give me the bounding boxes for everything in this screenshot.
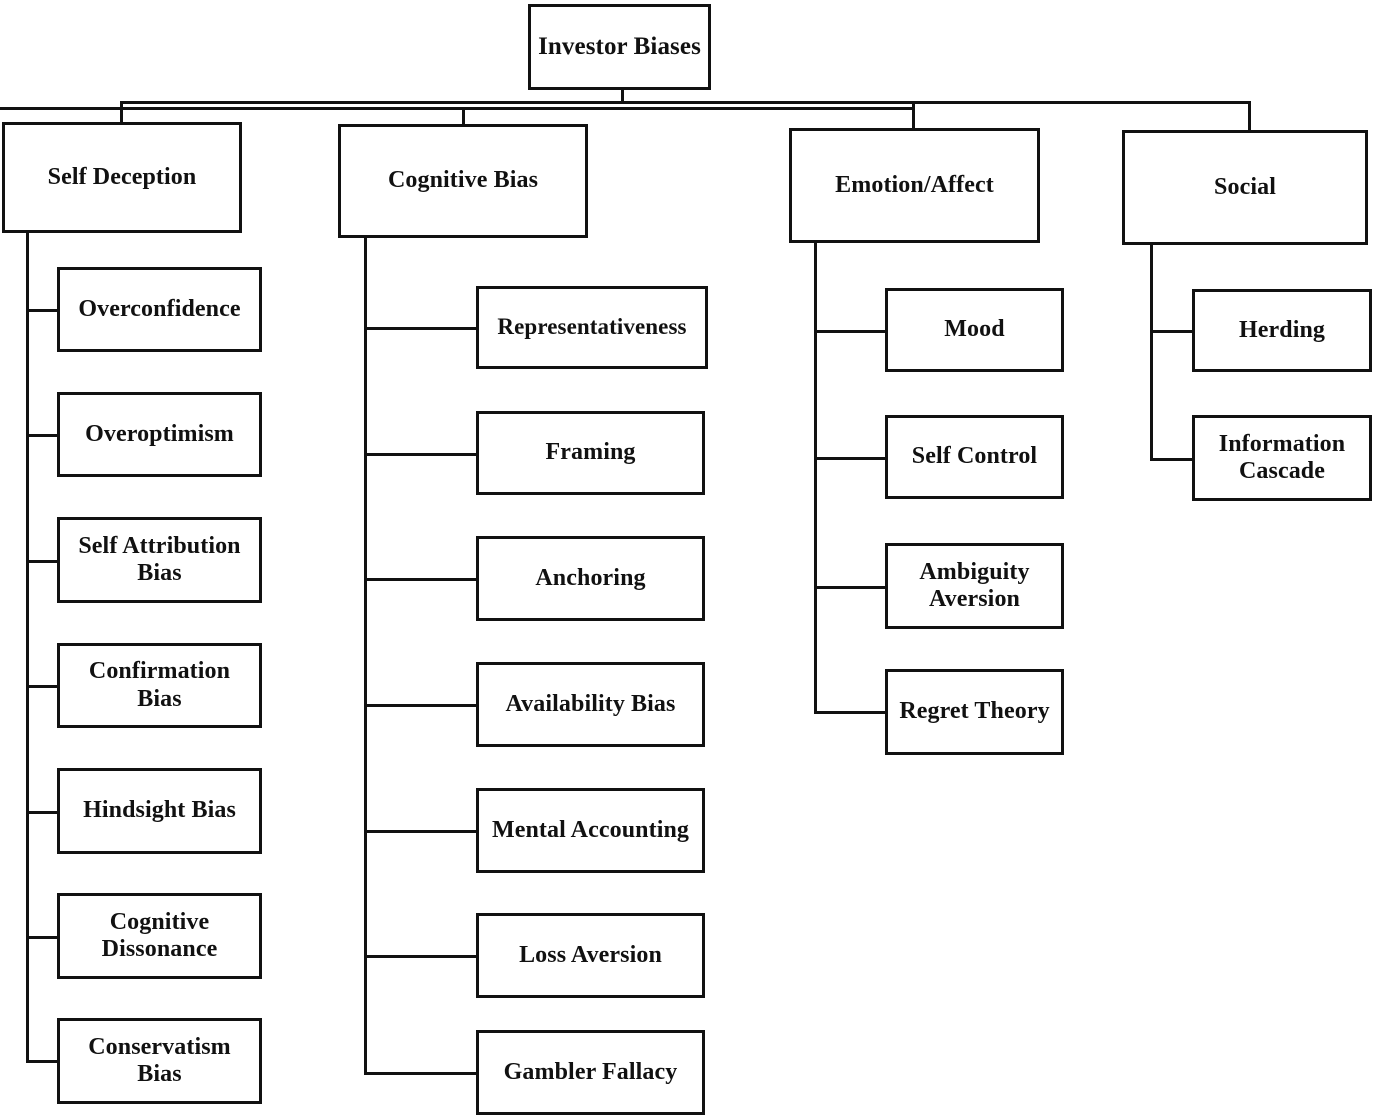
stub-cognitive-bias-6 — [364, 955, 477, 958]
node-overoptimism[interactable]: Overoptimism — [57, 392, 262, 477]
node-mental-accounting[interactable]: Mental Accounting — [476, 788, 705, 873]
node-conservatism-bias[interactable]: Conservatism Bias — [57, 1018, 262, 1104]
node-self-control[interactable]: Self Control — [885, 415, 1064, 499]
stub-cognitive-bias-2 — [364, 453, 477, 456]
bus-rail-lower — [0, 107, 915, 110]
node-root-investor-biases[interactable]: Investor Biases — [528, 4, 711, 90]
spine-cognitive-bias — [364, 238, 367, 1072]
bus-rail-upper — [120, 101, 1251, 104]
node-overconfidence[interactable]: Overconfidence — [57, 267, 262, 352]
stub-self-deception-7 — [26, 1060, 58, 1063]
drop-emotion-affect — [912, 101, 915, 129]
node-mood[interactable]: Mood — [885, 288, 1064, 372]
stub-self-deception-6 — [26, 936, 58, 939]
stub-emotion-affect-3 — [814, 586, 886, 589]
spine-emotion-affect — [814, 243, 817, 711]
stub-cognitive-bias-3 — [364, 578, 477, 581]
drop-social — [1248, 101, 1251, 131]
stub-self-deception-3 — [26, 560, 58, 563]
drop-cognitive-bias — [462, 107, 465, 125]
node-gambler-fallacy[interactable]: Gambler Fallacy — [476, 1030, 705, 1115]
stub-emotion-affect-1 — [814, 330, 886, 333]
stub-cognitive-bias-5 — [364, 830, 477, 833]
node-framing[interactable]: Framing — [476, 411, 705, 495]
stub-self-deception-1 — [26, 309, 58, 312]
spine-social — [1150, 245, 1153, 458]
node-availability-bias[interactable]: Availability Bias — [476, 662, 705, 747]
stub-self-deception-2 — [26, 434, 58, 437]
root-drop-connector — [621, 88, 624, 104]
stub-cognitive-bias-7 — [364, 1072, 477, 1075]
spine-self-deception — [26, 233, 29, 1060]
node-representativeness[interactable]: Representativeness — [476, 286, 708, 369]
stub-social-1 — [1150, 330, 1194, 333]
drop-self-deception — [120, 101, 123, 123]
node-hindsight-bias[interactable]: Hindsight Bias — [57, 768, 262, 854]
node-ambiguity-aversion[interactable]: Ambiguity Aversion — [885, 543, 1064, 629]
node-social[interactable]: Social — [1122, 130, 1368, 245]
node-regret-theory[interactable]: Regret Theory — [885, 669, 1064, 755]
node-cognitive-bias[interactable]: Cognitive Bias — [338, 124, 588, 238]
stub-cognitive-bias-1 — [364, 327, 477, 330]
stub-emotion-affect-2 — [814, 457, 886, 460]
stub-cognitive-bias-4 — [364, 704, 477, 707]
stub-social-2 — [1150, 458, 1194, 461]
node-emotion-affect[interactable]: Emotion/Affect — [789, 128, 1040, 243]
stub-self-deception-5 — [26, 811, 58, 814]
stub-self-deception-4 — [26, 685, 58, 688]
node-self-attribution-bias[interactable]: Self Attribution Bias — [57, 517, 262, 603]
stub-emotion-affect-4 — [814, 711, 886, 714]
node-herding[interactable]: Herding — [1192, 289, 1372, 372]
node-self-deception[interactable]: Self Deception — [2, 122, 242, 233]
node-confirmation-bias[interactable]: Confirmation Bias — [57, 643, 262, 728]
node-cognitive-dissonance[interactable]: Cognitive Dissonance — [57, 893, 262, 979]
node-anchoring[interactable]: Anchoring — [476, 536, 705, 621]
node-loss-aversion[interactable]: Loss Aversion — [476, 913, 705, 998]
node-information-cascade[interactable]: Information Cascade — [1192, 415, 1372, 501]
